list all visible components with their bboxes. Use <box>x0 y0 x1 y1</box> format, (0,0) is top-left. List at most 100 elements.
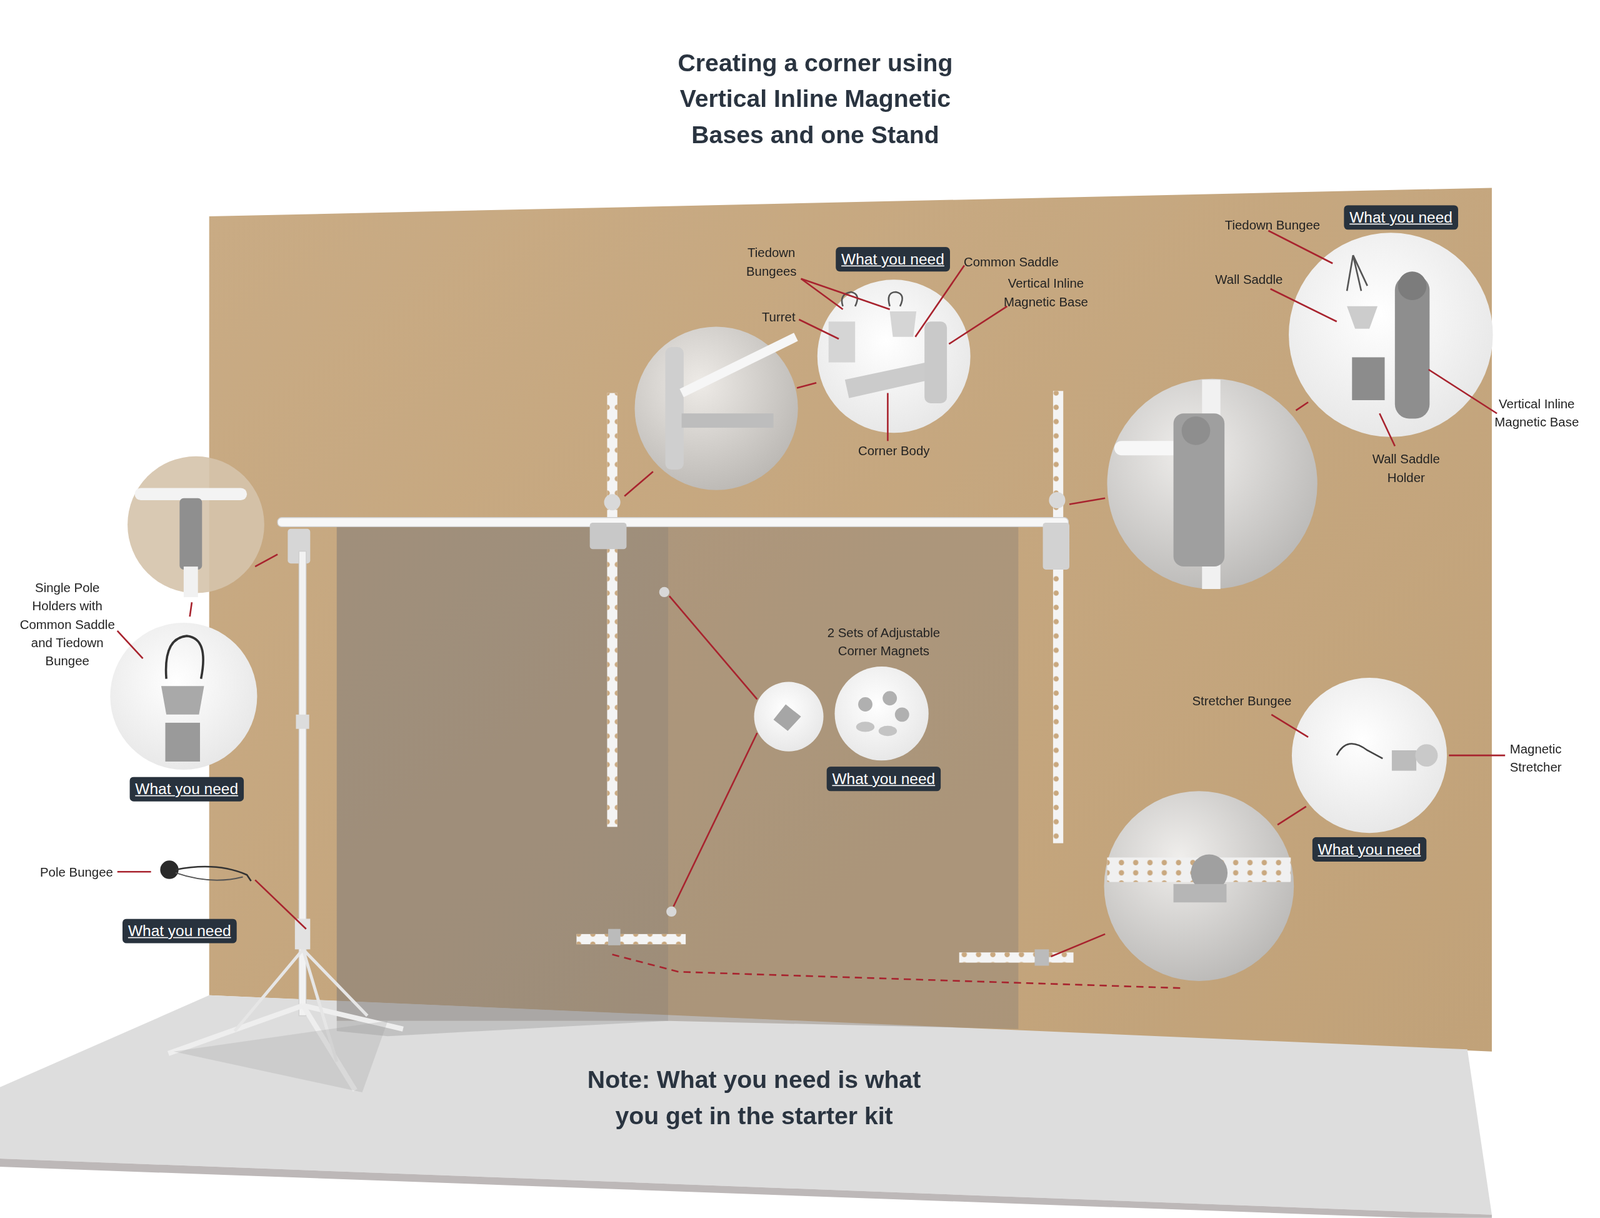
leader-lines-part <box>798 319 839 339</box>
crossbar-pole-part <box>604 493 621 510</box>
crossbar-pole-part <box>277 517 1069 527</box>
detail-circles-part <box>1181 416 1211 445</box>
wall-strips-part <box>1035 948 1050 965</box>
leader-lines <box>117 230 1505 988</box>
light-stand-part <box>303 948 368 1015</box>
part-label: Tiedown Bungees <box>725 243 818 281</box>
detail-circles-part <box>1106 378 1317 589</box>
light-stand-part <box>173 1020 389 1092</box>
detail-circles-part <box>665 346 684 470</box>
leader-lines-part <box>1271 714 1309 737</box>
leader-lines-part <box>801 278 890 310</box>
part-label: Wall Saddle <box>1203 270 1295 289</box>
leader-lines-part <box>1277 806 1307 825</box>
part-label: Vertical Inline Magnetic Base <box>1485 395 1588 432</box>
detail-circles-part <box>858 696 873 712</box>
detail-circles-part <box>888 291 903 307</box>
leader-lines-part <box>948 306 1007 344</box>
crossbar-pole-part <box>1048 491 1065 509</box>
detail-circles-part <box>183 566 199 597</box>
what-you-need-badge: What you need <box>1343 205 1459 230</box>
leader-lines-part <box>673 732 758 907</box>
leader-lines-part <box>1379 413 1395 446</box>
badge-text: What you need <box>1318 840 1422 858</box>
detail-circles-part <box>179 498 202 570</box>
what-you-need-badge: What you need <box>835 246 950 272</box>
badge-text: What you need <box>841 250 945 268</box>
badge-text: What you need <box>135 779 239 797</box>
detail-circles-part <box>161 685 205 715</box>
badge-text: What you need <box>128 921 232 939</box>
detail-circles-part <box>635 326 799 490</box>
leader-lines-part <box>624 471 654 496</box>
crossbar-pole-part <box>1043 522 1070 570</box>
room-part <box>0 1158 1492 1218</box>
detail-circles-part <box>845 362 931 399</box>
detail-circles-part <box>878 725 897 736</box>
detail-circles-part <box>817 279 971 433</box>
detail-circles-part <box>1336 743 1383 759</box>
light-stand-part <box>295 714 309 729</box>
detail-circles-part <box>165 722 200 762</box>
detail-circles-part <box>924 321 947 404</box>
leader-lines-part <box>1270 288 1337 322</box>
note-text: Note: What you need is what you get in t… <box>570 1061 939 1133</box>
wall-strips <box>576 390 1074 965</box>
leader-lines-part <box>117 870 152 873</box>
room-part <box>0 995 1492 1215</box>
detail-circles-part <box>1173 413 1225 567</box>
detail-circles-part <box>1291 677 1447 833</box>
part-label: Vertical Inline Magnetic Base <box>987 274 1105 312</box>
light-stand-part <box>235 948 304 1031</box>
wall-strips-part <box>606 393 617 827</box>
detail-circles-part <box>1351 356 1385 400</box>
leader-lines-part <box>255 554 278 567</box>
leader-lines-part <box>612 954 1184 989</box>
part-label: Pole Bungee <box>30 863 123 882</box>
leader-lines-part <box>1448 754 1505 757</box>
detail-circles-part <box>681 413 774 428</box>
light-stand-part <box>303 1005 404 1029</box>
detail-circles-part <box>754 681 824 752</box>
leader-lines-part <box>801 278 844 310</box>
detail-circles-part <box>1104 790 1295 981</box>
leader-lines-part <box>117 630 144 659</box>
pole-bungee-part <box>160 860 251 881</box>
detail-circles-part <box>1415 743 1438 767</box>
leader-lines-part <box>796 382 817 388</box>
leader-lines-part <box>1051 933 1106 957</box>
leader-lines-part <box>1069 498 1105 505</box>
detail-circles-part <box>895 706 910 722</box>
leader-lines-part <box>669 595 757 699</box>
leader-lines-part <box>190 601 192 617</box>
detail-circles-part <box>110 622 257 770</box>
part-label: Corner Body <box>843 441 945 460</box>
fabric-panel <box>336 518 1019 1036</box>
fabric-panel-part <box>666 906 677 917</box>
detail-circles-part <box>1173 883 1227 902</box>
detail-circles-part <box>166 635 204 679</box>
what-you-need-badge: What you need <box>121 918 237 943</box>
leader-lines-part <box>1268 230 1333 264</box>
detail-circles <box>110 232 1493 981</box>
detail-circles-part <box>1398 271 1427 300</box>
what-you-need-badge: What you need <box>129 776 245 801</box>
wall-strips-part <box>1053 390 1064 843</box>
diagram-title: Creating a corner using Vertical Inline … <box>631 45 1000 152</box>
badge-text: What you need <box>831 769 935 787</box>
fabric-panel-part <box>336 518 669 1020</box>
what-you-need-badge: What you need <box>826 766 942 791</box>
part-label: Magnetic Stretcher <box>1500 740 1572 777</box>
part-label: Common Saddle <box>955 253 1068 272</box>
detail-circles-part <box>828 321 855 362</box>
detail-circles-part <box>856 721 875 732</box>
part-label: Tiedown Bungee <box>1216 216 1329 235</box>
light-stand-part <box>295 918 310 949</box>
detail-circles-part <box>1391 750 1417 771</box>
detail-circles-part <box>1346 255 1368 291</box>
room <box>0 187 1492 1217</box>
leader-lines-part <box>915 265 964 337</box>
